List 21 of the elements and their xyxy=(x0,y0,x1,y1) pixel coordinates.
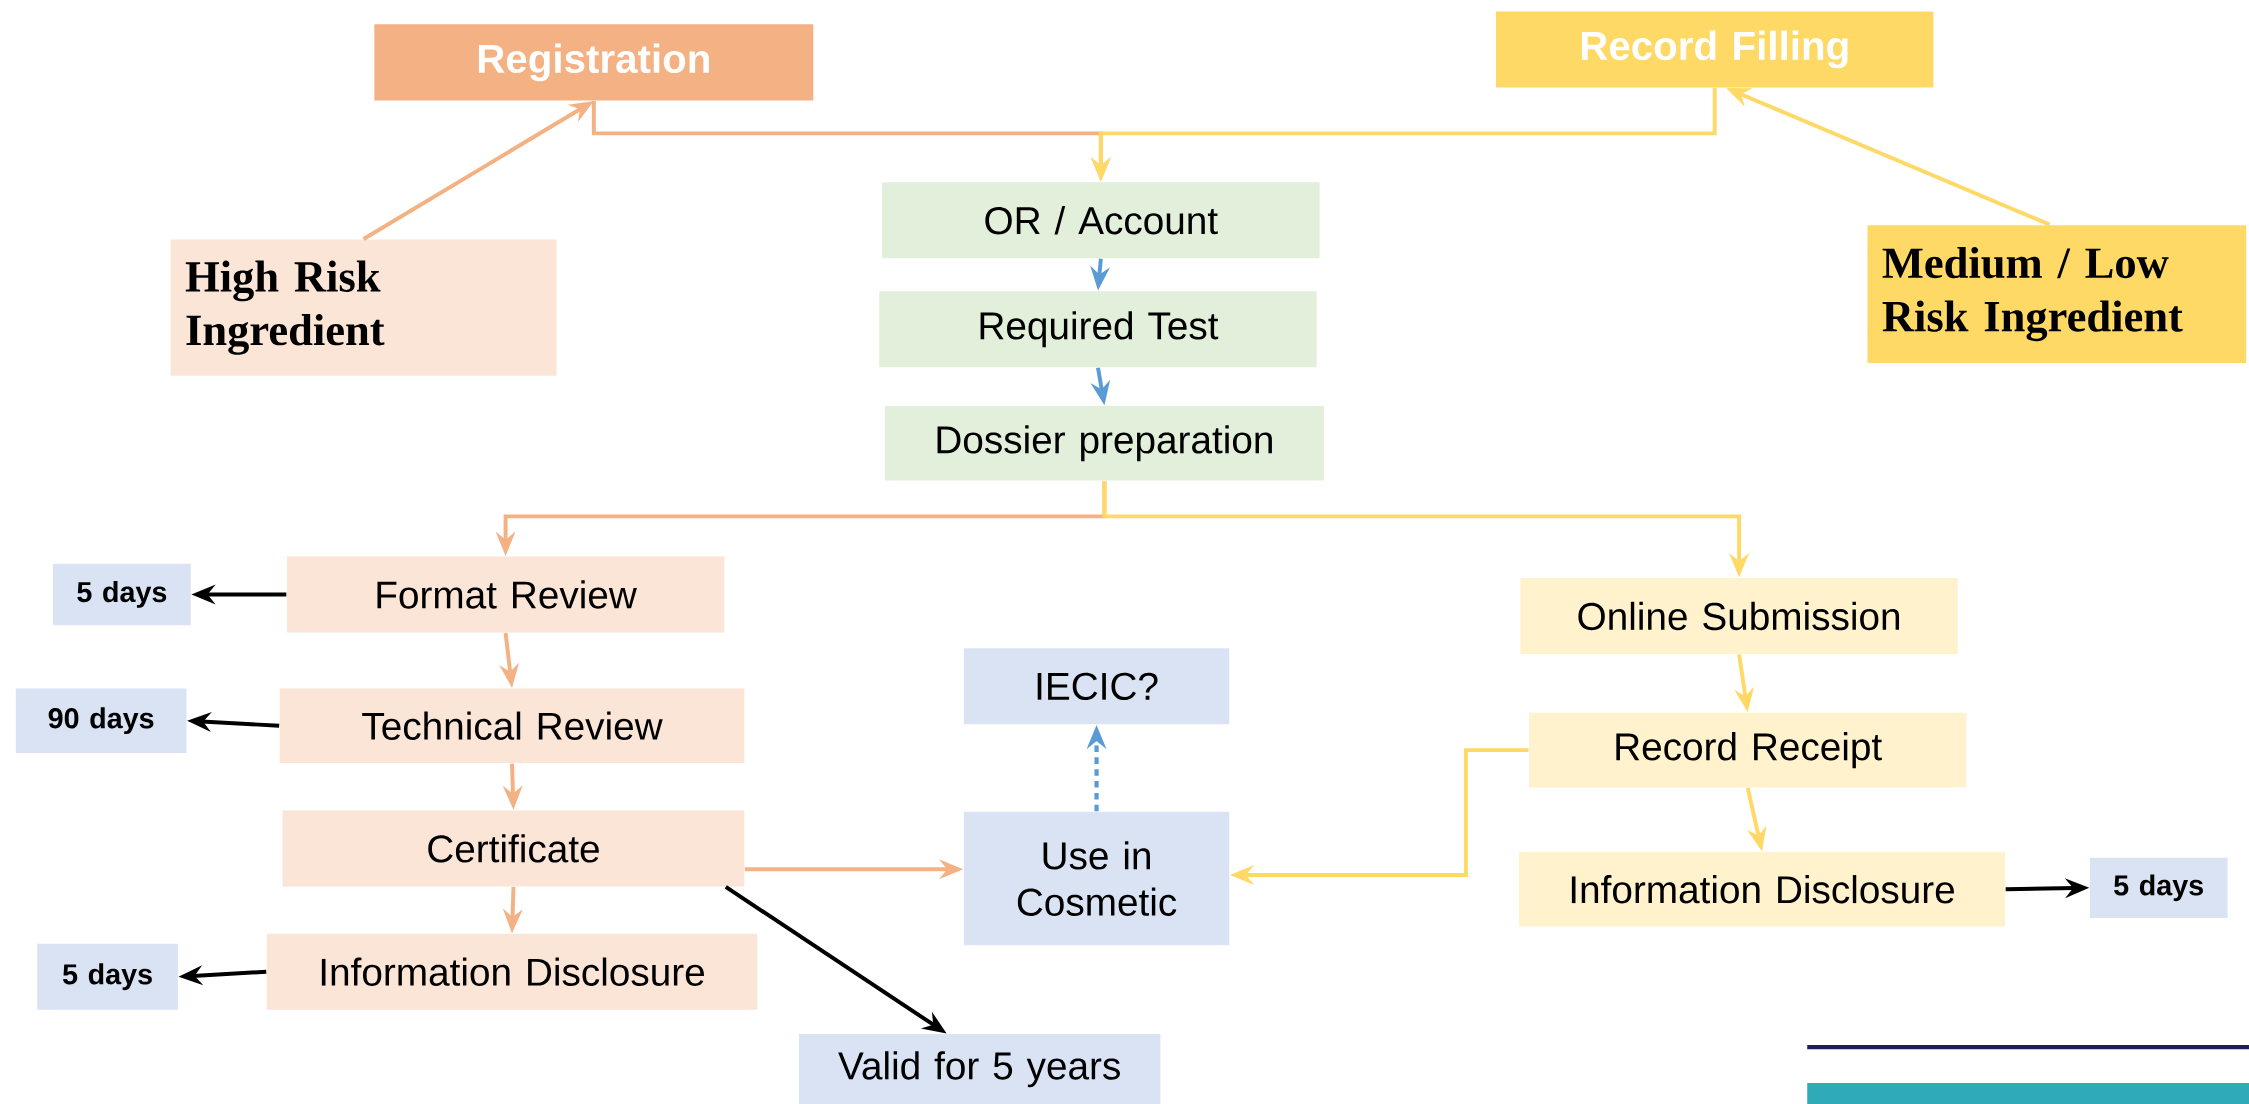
process-box: Technical Review xyxy=(279,688,745,763)
ingredient-box: Medium / Low Risk Ingredient xyxy=(1867,224,2247,363)
process-box: Required Test xyxy=(879,290,1317,367)
process-box: Certificate xyxy=(282,810,745,887)
process-box: Information Disclosure xyxy=(1518,851,2006,927)
result-box: Valid for 5 years xyxy=(798,1033,1161,1104)
duration-box: 5 days xyxy=(37,943,178,1010)
process-box: OR / Account xyxy=(882,181,1320,258)
process-box: Record Receipt xyxy=(1529,712,1967,788)
process-box: Format Review xyxy=(286,556,725,633)
category-box: Registration xyxy=(374,24,814,101)
duration-box: 5 days xyxy=(53,563,191,626)
category-box: Record Filling xyxy=(1496,11,1934,88)
process-box: Online Submission xyxy=(1520,577,1958,654)
duration-box: 90 days xyxy=(15,688,187,753)
process-box: Dossier preparation xyxy=(884,405,1324,481)
duration-box: 5 days xyxy=(2089,857,2228,918)
result-box: IECIC? xyxy=(963,648,1230,725)
ingredient-box: High Risk Ingredient xyxy=(170,239,557,376)
result-box: Use in Cosmetic xyxy=(963,811,1230,945)
process-box: Information Disclosure xyxy=(266,933,758,1010)
